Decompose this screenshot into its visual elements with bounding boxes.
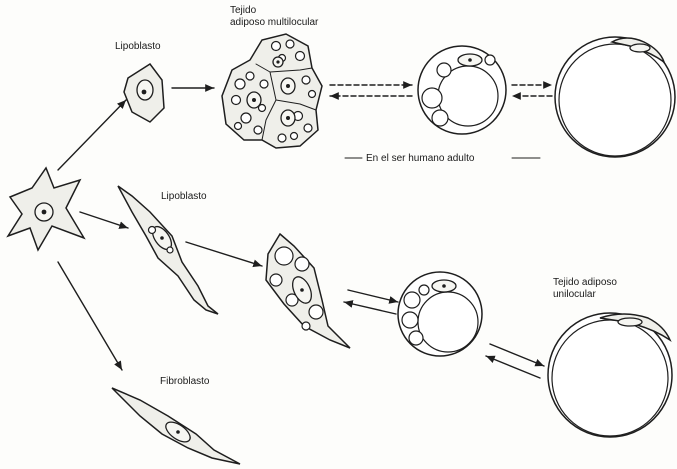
arrow-to-lipid-lipoblast (186, 242, 262, 266)
label-tejido-multilocular-line1: Tejido (230, 5, 257, 16)
lipoblast-mid-cell (118, 186, 218, 314)
arrow-left-bottom (486, 356, 540, 378)
label-lipoblasto-top: Lipoblasto (115, 41, 161, 52)
arrow-right-bottom (490, 344, 544, 366)
unilocular-cell-bottom (548, 313, 672, 437)
arrow-to-lipoblast-mid (80, 212, 128, 228)
label-tejido-unilocular-line2: unilocular (553, 289, 596, 300)
arrow-right-mid (348, 290, 398, 302)
label-adult-note: En el ser humano adulto (366, 153, 475, 164)
transitional-cell-top (418, 46, 506, 134)
fibroblast-cell (112, 388, 240, 464)
label-fibroblasto: Fibroblasto (160, 376, 210, 387)
label-lipoblasto-mid: Lipoblasto (161, 191, 207, 202)
lipid-lipoblast-cell (266, 234, 350, 348)
multilocular-tissue-cluster (222, 34, 322, 148)
transitional-cell-mid (398, 272, 482, 356)
arrow-to-fibroblast (58, 262, 122, 370)
arrow-to-lipoblast-top (58, 100, 126, 170)
label-tejido-unilocular-line1: Tejido adiposo (553, 277, 617, 288)
lipoblast-top-cell (124, 64, 164, 122)
label-tejido-multilocular-line2: adiposo multilocular (230, 17, 319, 28)
mesenchymal-cell (8, 168, 84, 250)
arrow-left-mid (344, 302, 396, 314)
unilocular-cell-top (555, 37, 675, 157)
